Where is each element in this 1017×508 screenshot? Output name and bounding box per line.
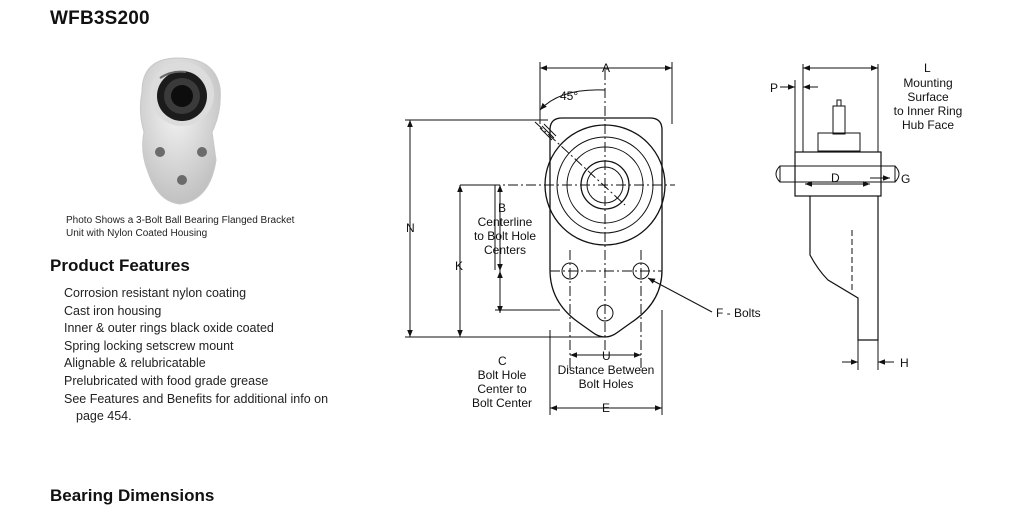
side-flange	[809, 196, 879, 341]
feature-item: See Features and Benefits for additional…	[64, 391, 329, 406]
technical-drawing: A 45° N K B Centerline to Bolt Hole Cent…	[405, 61, 962, 415]
features-list: Corrosion resistant nylon coating Cast i…	[64, 285, 328, 426]
leader-f	[647, 277, 713, 313]
dimensions-heading: Bearing Dimensions	[50, 486, 215, 505]
label-l-desc: Mounting	[903, 76, 952, 90]
label-u-desc: Distance Between	[558, 363, 655, 377]
label-u: U	[602, 349, 611, 363]
photo-caption: Photo Shows a 3-Bolt Ball Bearing Flange…	[66, 214, 294, 240]
label-e: E	[602, 401, 610, 415]
product-title: WFB3S200	[50, 8, 150, 29]
product-photo	[139, 57, 221, 205]
side-collar	[794, 151, 882, 197]
label-a: A	[602, 61, 610, 75]
feature-item: Cast iron housing	[64, 303, 162, 318]
label-c-desc: Bolt Center	[472, 396, 532, 410]
grease-fitting	[539, 123, 557, 141]
label-l-desc: Hub Face	[902, 118, 954, 132]
drawing-labels: A 45° N K B Centerline to Bolt Hole Cent…	[406, 61, 962, 415]
angle-arc	[539, 89, 606, 111]
features-heading: Product Features	[50, 256, 190, 275]
label-d: D	[831, 171, 840, 185]
label-g: G	[901, 172, 910, 186]
caption-line: Photo Shows a 3-Bolt Ball Bearing Flange…	[66, 215, 295, 226]
label-b-desc: Centers	[484, 243, 526, 257]
label-b-desc: Centerline	[478, 215, 533, 229]
label-n: N	[406, 221, 415, 235]
feature-item: Inner & outer rings black oxide coated	[64, 321, 274, 336]
label-l-desc: Surface	[907, 90, 949, 104]
flange-outline	[549, 117, 663, 338]
label-p: P	[770, 81, 778, 95]
label-c-desc: Center to	[477, 382, 527, 396]
label-u-desc: Bolt Holes	[579, 377, 634, 391]
label-f: F - Bolts	[716, 306, 761, 320]
feature-item: Corrosion resistant nylon coating	[64, 286, 247, 300]
label-k: K	[455, 259, 463, 273]
label-l: L	[924, 61, 931, 75]
feature-item: Spring locking setscrew mount	[64, 338, 234, 353]
feature-item: Alignable & relubricatable	[64, 356, 206, 371]
label-h: H	[900, 356, 909, 370]
feature-item: page 454.	[76, 409, 132, 424]
label-c-desc: Bolt Hole	[478, 368, 527, 382]
label-b: B	[498, 201, 506, 215]
feature-item: Prelubricated with food grade grease	[64, 373, 269, 388]
caption-line: Unit with Nylon Coated Housing	[66, 228, 208, 239]
label-b-desc: to Bolt Hole	[474, 229, 536, 243]
label-c: C	[498, 354, 507, 368]
label-angle: 45°	[560, 89, 578, 103]
label-l-desc: to Inner Ring	[894, 104, 963, 118]
